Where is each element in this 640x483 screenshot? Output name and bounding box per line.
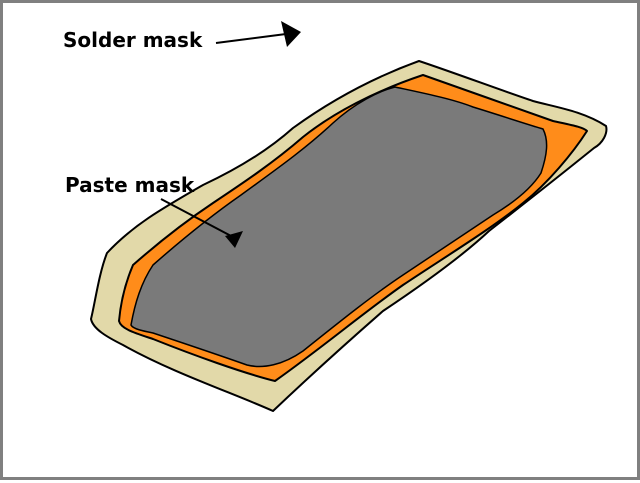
pcb-pad-illustration — [90, 21, 608, 412]
solder-mask-arrow-head — [281, 21, 301, 47]
paste-mask-shape — [130, 86, 548, 368]
solder-mask-label: Solder mask — [63, 28, 203, 52]
paste-mask-label: Paste mask — [65, 173, 195, 197]
paste-mask-arrow-line — [160, 198, 234, 238]
solder-mask-arrow-line — [215, 33, 287, 44]
paste-mask-arrow-head — [225, 231, 243, 248]
